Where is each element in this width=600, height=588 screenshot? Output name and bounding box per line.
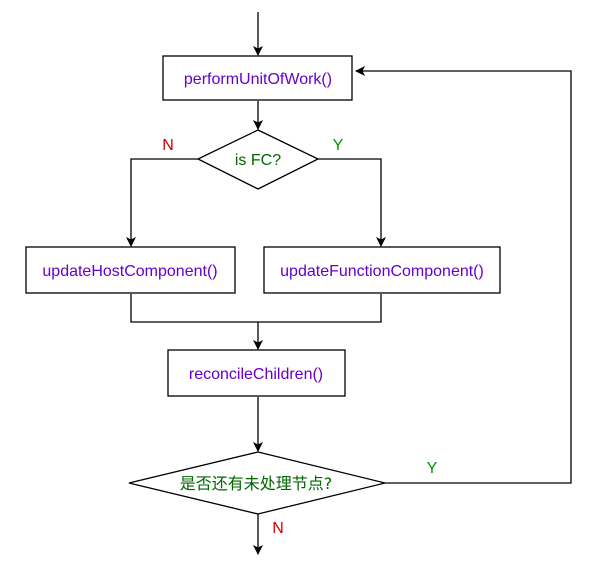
node-update-host-component: updateHostComponent() <box>25 246 236 294</box>
arrow-loop-back <box>355 66 572 484</box>
merge-line <box>130 294 382 323</box>
is-fc-yes-label: Y <box>333 137 344 154</box>
update-host-component-label: updateHostComponent() <box>42 263 217 280</box>
reconcile-children-label: reconcileChildren() <box>189 366 323 383</box>
node-has-unprocessed-nodes: 是否还有未处理节点? <box>128 451 386 515</box>
arrow-isfc-yes-branch <box>318 158 386 247</box>
perform-unit-of-work-label: performUnitOfWork() <box>184 71 332 88</box>
is-fc-no-label: N <box>162 137 174 154</box>
exit-no-label: N <box>272 520 284 537</box>
node-update-function-component: updateFunctionComponent() <box>263 246 501 294</box>
node-reconcile-children: reconcileChildren() <box>167 349 346 397</box>
is-fc-label: is FC? <box>235 152 281 169</box>
update-function-component-label: updateFunctionComponent() <box>280 263 484 280</box>
node-perform-unit-of-work: performUnitOfWork() <box>162 55 353 101</box>
node-is-fc: is FC? <box>196 129 320 190</box>
arrow-isfc-no-branch <box>126 158 198 247</box>
loop-yes-label: Y <box>427 460 438 477</box>
has-unprocessed-nodes-label: 是否还有未处理节点? <box>180 474 333 493</box>
